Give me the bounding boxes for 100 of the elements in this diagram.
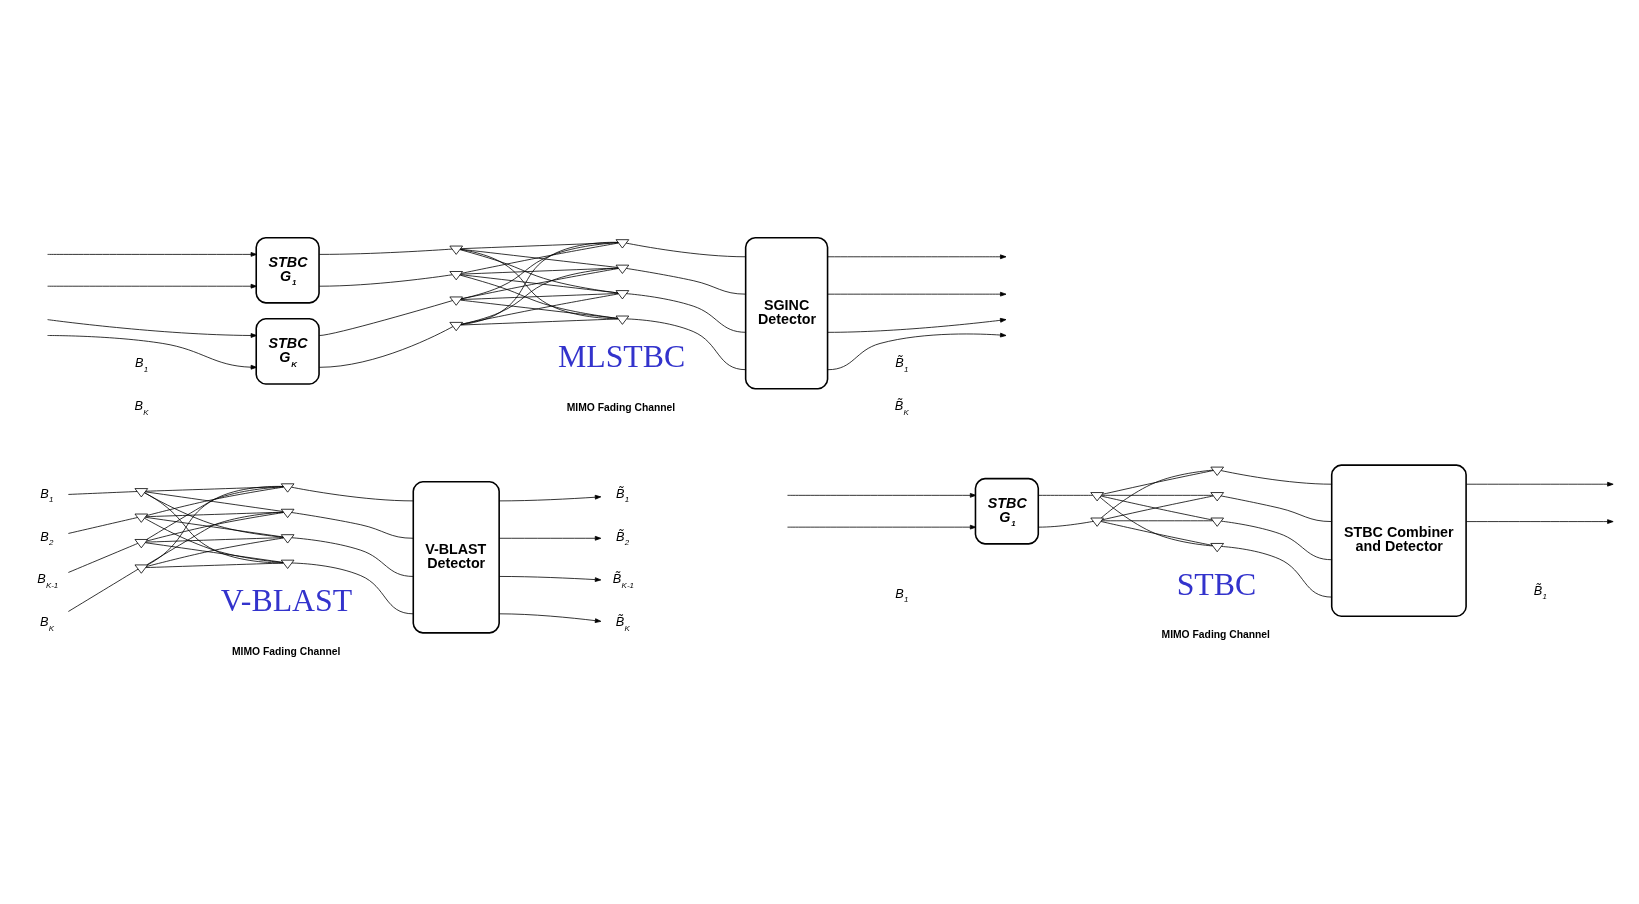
connector bbox=[291, 537, 414, 577]
connector bbox=[319, 300, 453, 336]
node-antenna bbox=[1090, 517, 1104, 527]
node-antenna bbox=[134, 539, 149, 549]
connector bbox=[144, 517, 284, 563]
arrow bbox=[787, 524, 977, 530]
connector bbox=[67, 543, 139, 573]
connector bbox=[1038, 520, 1094, 528]
arrow bbox=[47, 252, 257, 257]
connector bbox=[67, 517, 138, 534]
node-antenna bbox=[449, 296, 463, 306]
connector bbox=[146, 486, 284, 516]
connector bbox=[460, 242, 619, 274]
node-antenna bbox=[134, 513, 149, 523]
connector bbox=[67, 568, 139, 612]
arrow bbox=[1466, 519, 1614, 524]
node-box: STBC G$_{1}$ bbox=[255, 236, 320, 304]
node-antenna bbox=[449, 322, 463, 332]
connector bbox=[145, 562, 284, 568]
connector bbox=[459, 248, 619, 320]
node-antenna bbox=[615, 315, 630, 325]
label: B$_{K}$ bbox=[134, 398, 149, 417]
arrow bbox=[827, 291, 1007, 297]
arrow bbox=[498, 494, 602, 502]
label: MIMO Fading Channel bbox=[1161, 628, 1270, 640]
node-box: STBC G$_{1}$ bbox=[974, 477, 1040, 545]
arrow bbox=[498, 613, 602, 623]
node-antenna bbox=[1210, 466, 1224, 476]
node-box: STBC Combiner and Detector bbox=[1330, 464, 1467, 617]
connector bbox=[459, 274, 619, 319]
label: STBC bbox=[1176, 566, 1257, 602]
label: MLSTBC bbox=[558, 339, 686, 375]
arrow bbox=[47, 283, 257, 289]
label: B̃$_{1}$ bbox=[895, 355, 909, 374]
arrow bbox=[47, 319, 257, 338]
connector bbox=[626, 268, 747, 295]
node-antenna bbox=[1090, 492, 1104, 502]
connector bbox=[460, 274, 618, 294]
arrow bbox=[827, 317, 1007, 333]
node-antenna bbox=[449, 245, 463, 255]
connector bbox=[1101, 520, 1214, 522]
node-text: B$_{K-1}$ bbox=[37, 571, 59, 590]
connector bbox=[291, 562, 414, 615]
node-text: B̃$_{K}$ bbox=[615, 614, 630, 633]
connector bbox=[459, 249, 619, 294]
node-box: SGINC Detector bbox=[744, 236, 829, 390]
label: MIMO Fading Channel bbox=[231, 645, 341, 657]
label: V-BLAST bbox=[220, 583, 353, 619]
connector bbox=[1220, 495, 1333, 522]
node-antenna bbox=[615, 264, 630, 274]
connector bbox=[291, 486, 414, 502]
connector bbox=[626, 318, 747, 371]
connector bbox=[319, 248, 453, 255]
connector bbox=[145, 491, 284, 512]
connector bbox=[625, 242, 747, 258]
node-antenna bbox=[1210, 492, 1224, 502]
connector bbox=[1100, 469, 1214, 519]
node-antenna bbox=[134, 564, 149, 574]
connector bbox=[460, 241, 619, 326]
node-antenna bbox=[615, 239, 630, 249]
connector bbox=[460, 268, 619, 300]
connector bbox=[144, 492, 284, 538]
label: B̃$_{1}$ bbox=[1533, 582, 1547, 602]
connector bbox=[1221, 520, 1333, 561]
arrow bbox=[787, 493, 977, 498]
connector bbox=[460, 267, 619, 325]
arrow bbox=[827, 254, 1007, 260]
connector bbox=[1100, 521, 1213, 546]
connector bbox=[146, 511, 284, 566]
connector bbox=[319, 326, 454, 368]
connector bbox=[460, 242, 619, 300]
label: B̃$_{K}$ bbox=[894, 398, 909, 417]
node-antenna bbox=[280, 483, 295, 493]
arrow bbox=[498, 535, 602, 541]
node-antenna bbox=[615, 290, 630, 300]
node-text: B̃$_{2}$ bbox=[616, 528, 630, 547]
node-text: B$_{K}$ bbox=[39, 614, 54, 633]
connector bbox=[1102, 470, 1214, 495]
connector bbox=[1099, 496, 1214, 547]
connector bbox=[146, 486, 284, 540]
arrow bbox=[47, 335, 257, 370]
arrow bbox=[827, 332, 1007, 371]
node-text: B̃$_{1}$ bbox=[616, 485, 630, 505]
connector bbox=[460, 267, 619, 275]
node-antenna bbox=[280, 508, 295, 518]
connector bbox=[1220, 470, 1333, 485]
node-text: B$_{2}$ bbox=[40, 528, 54, 547]
connector bbox=[460, 318, 619, 326]
arrow bbox=[1466, 481, 1614, 487]
node-antenna bbox=[1210, 543, 1224, 553]
node-antenna bbox=[449, 271, 463, 281]
connector bbox=[460, 293, 619, 300]
connector bbox=[145, 537, 284, 543]
label: B$_{1}$ bbox=[134, 355, 149, 374]
label: B$_{1}$ bbox=[895, 585, 909, 605]
connector bbox=[626, 293, 747, 333]
node-box: STBC G$_{K}$ bbox=[255, 318, 320, 385]
label: MIMO Fading Channel bbox=[566, 401, 676, 413]
arrow bbox=[498, 576, 602, 582]
connector bbox=[1101, 494, 1214, 496]
